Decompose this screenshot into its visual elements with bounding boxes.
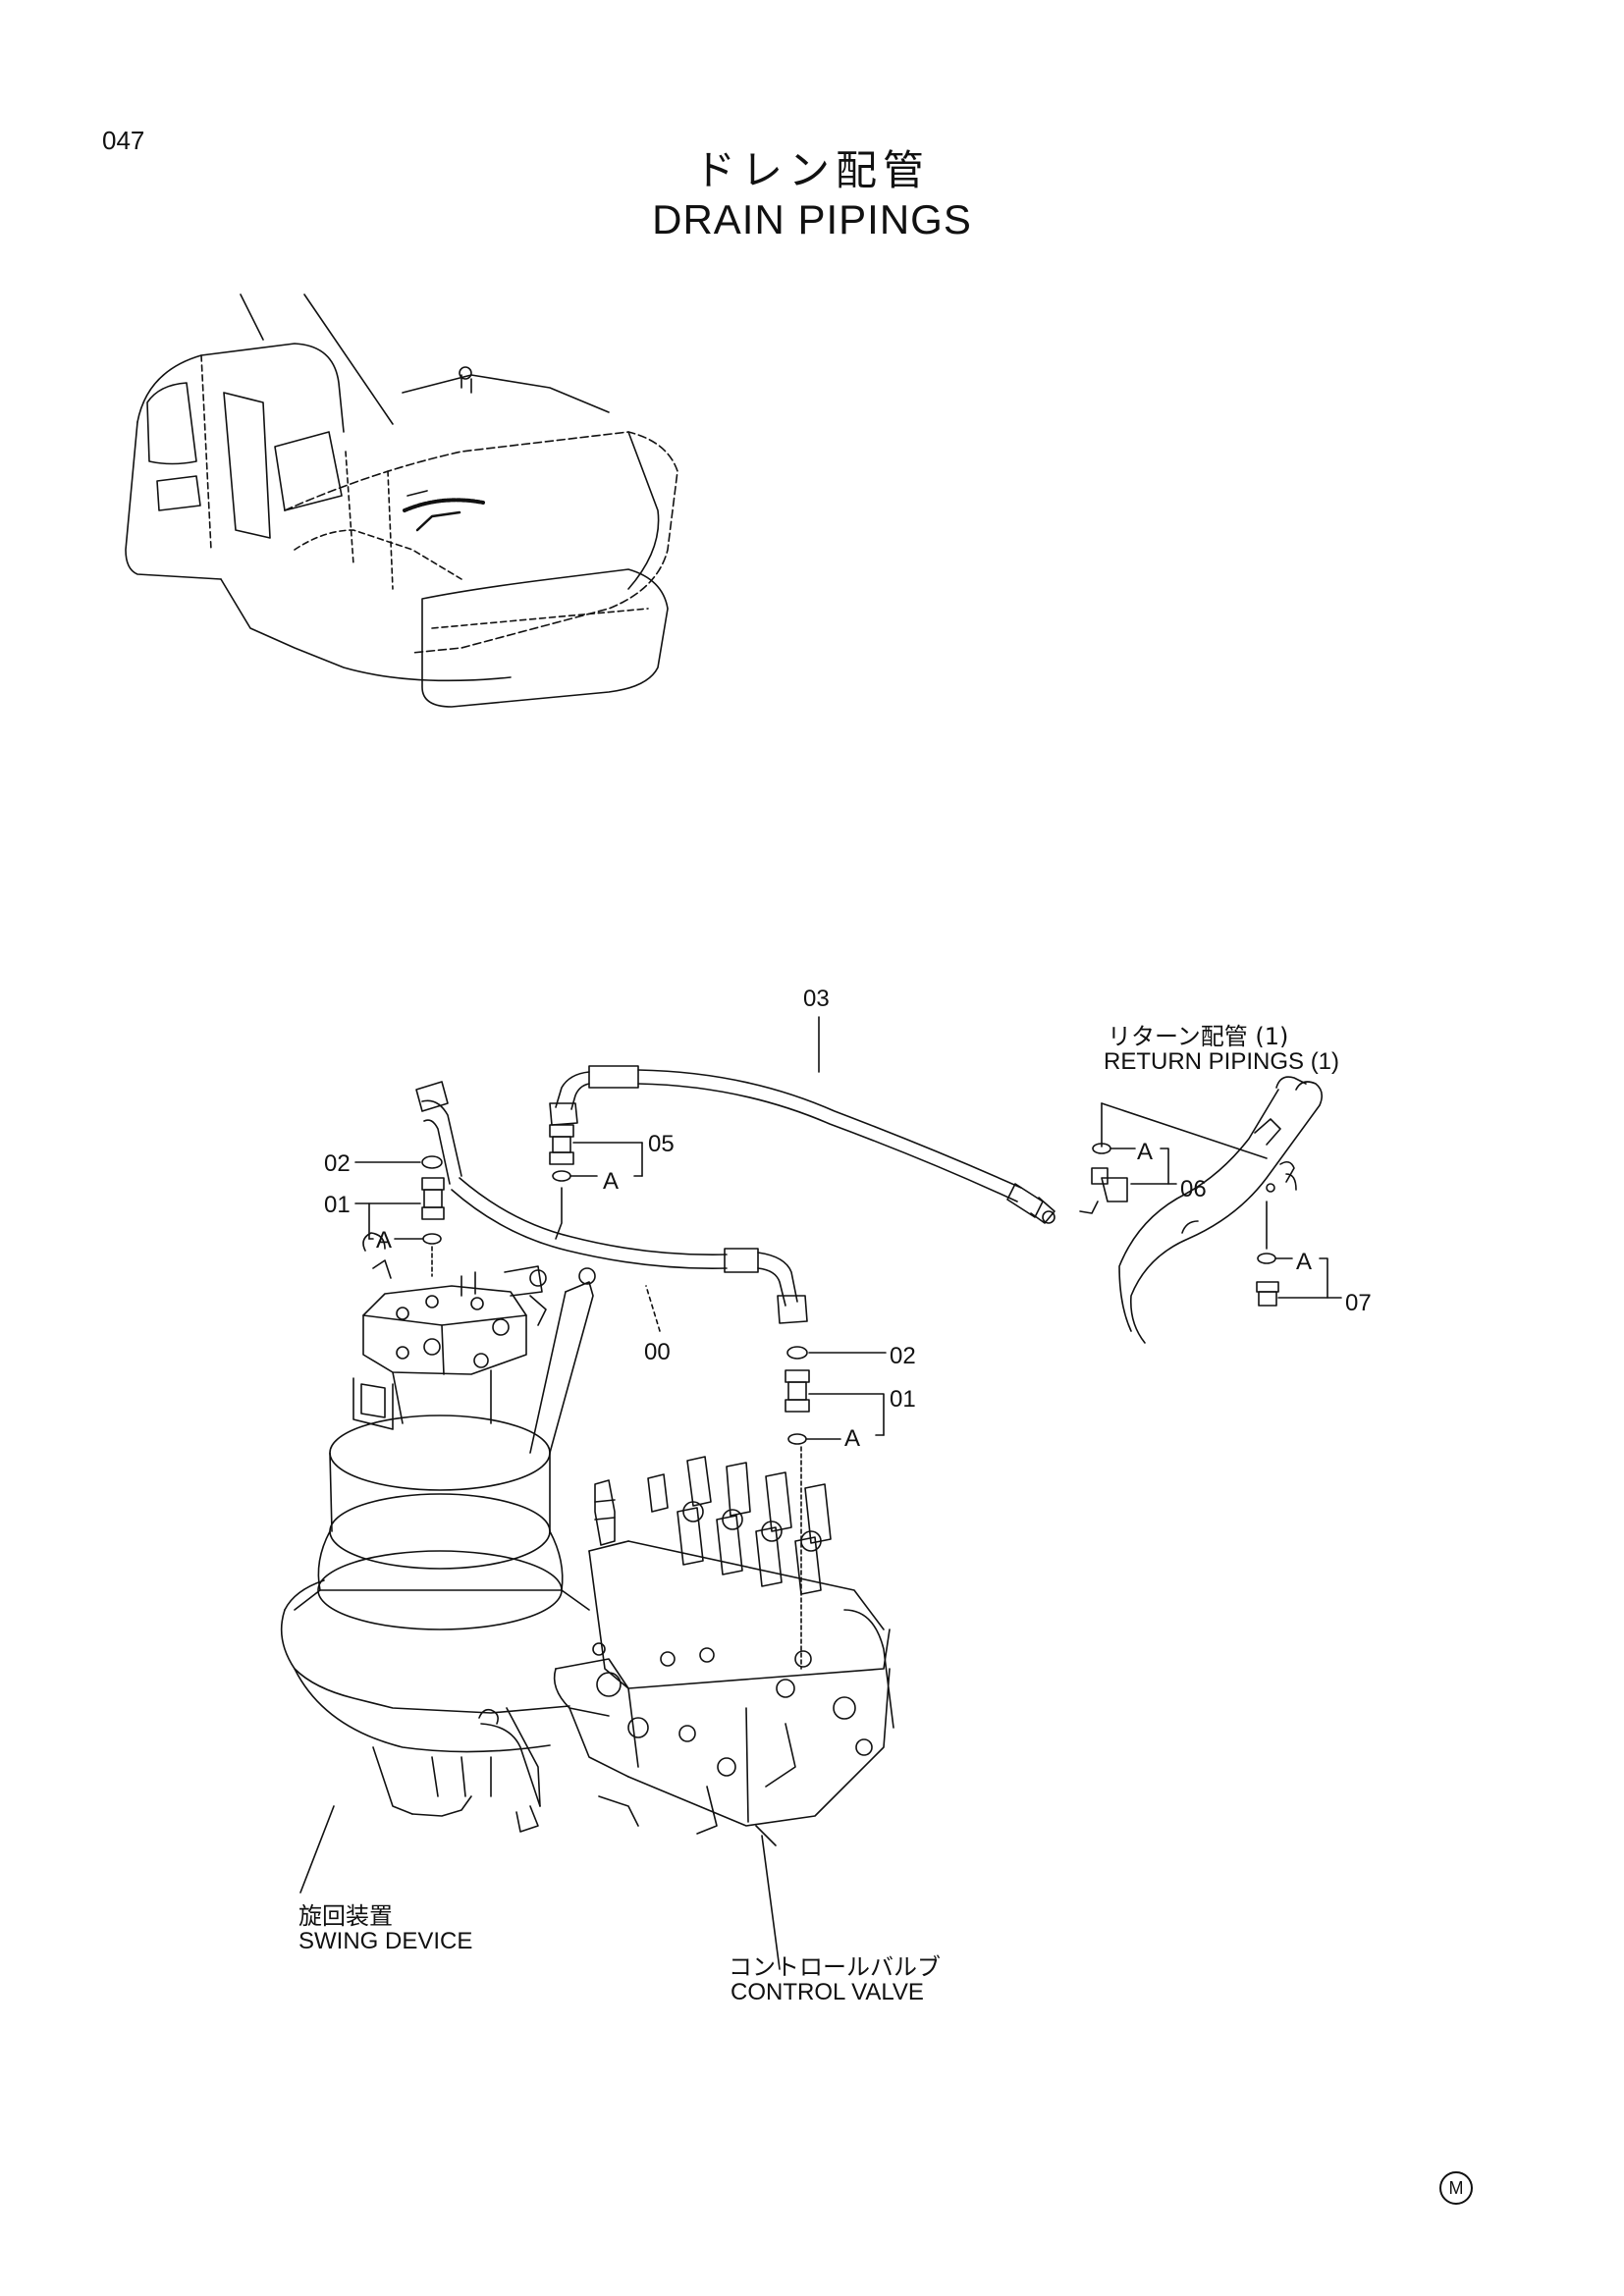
title-english: DRAIN PIPINGS <box>652 196 972 242</box>
callout-00: 00 <box>644 1339 671 1365</box>
control-valve-illustration <box>555 1457 893 1845</box>
swing-device-label-japanese: 旋回装置 <box>298 1902 393 1930</box>
drain-hose-00 <box>416 1082 807 1323</box>
return-pipings-label-english: RETURN PIPINGS (1) <box>1104 1048 1340 1075</box>
callout-07: 07 <box>1345 1290 1372 1316</box>
leader-00 <box>646 1286 660 1331</box>
detail-label-a-mid: A <box>603 1168 620 1195</box>
control-valve-label-english: CONTROL VALVE <box>731 1979 924 2005</box>
control-valve-label-japanese: コントロールバルブ <box>729 1953 941 1981</box>
leader-control-valve <box>762 1836 780 1969</box>
callout-03: 03 <box>803 986 830 1012</box>
leader-swing-device <box>300 1806 334 1893</box>
title-japanese: ドレン配管 <box>693 146 930 194</box>
fitting-group-05 <box>550 1125 642 1239</box>
callout-01-right: 01 <box>890 1386 916 1413</box>
return-piping-illustration <box>1080 1077 1341 1343</box>
fitting-group-left <box>355 1156 444 1276</box>
detail-label-a-return-top: A <box>1137 1139 1154 1165</box>
callout-02-right: 02 <box>890 1343 916 1369</box>
swing-device-label-english: SWING DEVICE <box>298 1928 473 1954</box>
drain-hose-03 <box>550 1066 1055 1223</box>
detail-label-a-right: A <box>844 1425 861 1452</box>
excavator-overview-illustration <box>126 294 677 707</box>
callout-05: 05 <box>648 1131 675 1157</box>
fitting-group-right <box>785 1347 886 1669</box>
callout-02-left: 02 <box>324 1150 351 1177</box>
detail-label-a-return-bottom: A <box>1296 1249 1313 1275</box>
page-number: 047 <box>102 126 145 155</box>
swing-device-illustration <box>282 1233 595 1832</box>
return-pipings-label-japanese: リターン配管 (1) <box>1108 1023 1289 1050</box>
callout-01-left: 01 <box>324 1192 351 1218</box>
maker-mark-icon: M <box>1439 2171 1473 2205</box>
